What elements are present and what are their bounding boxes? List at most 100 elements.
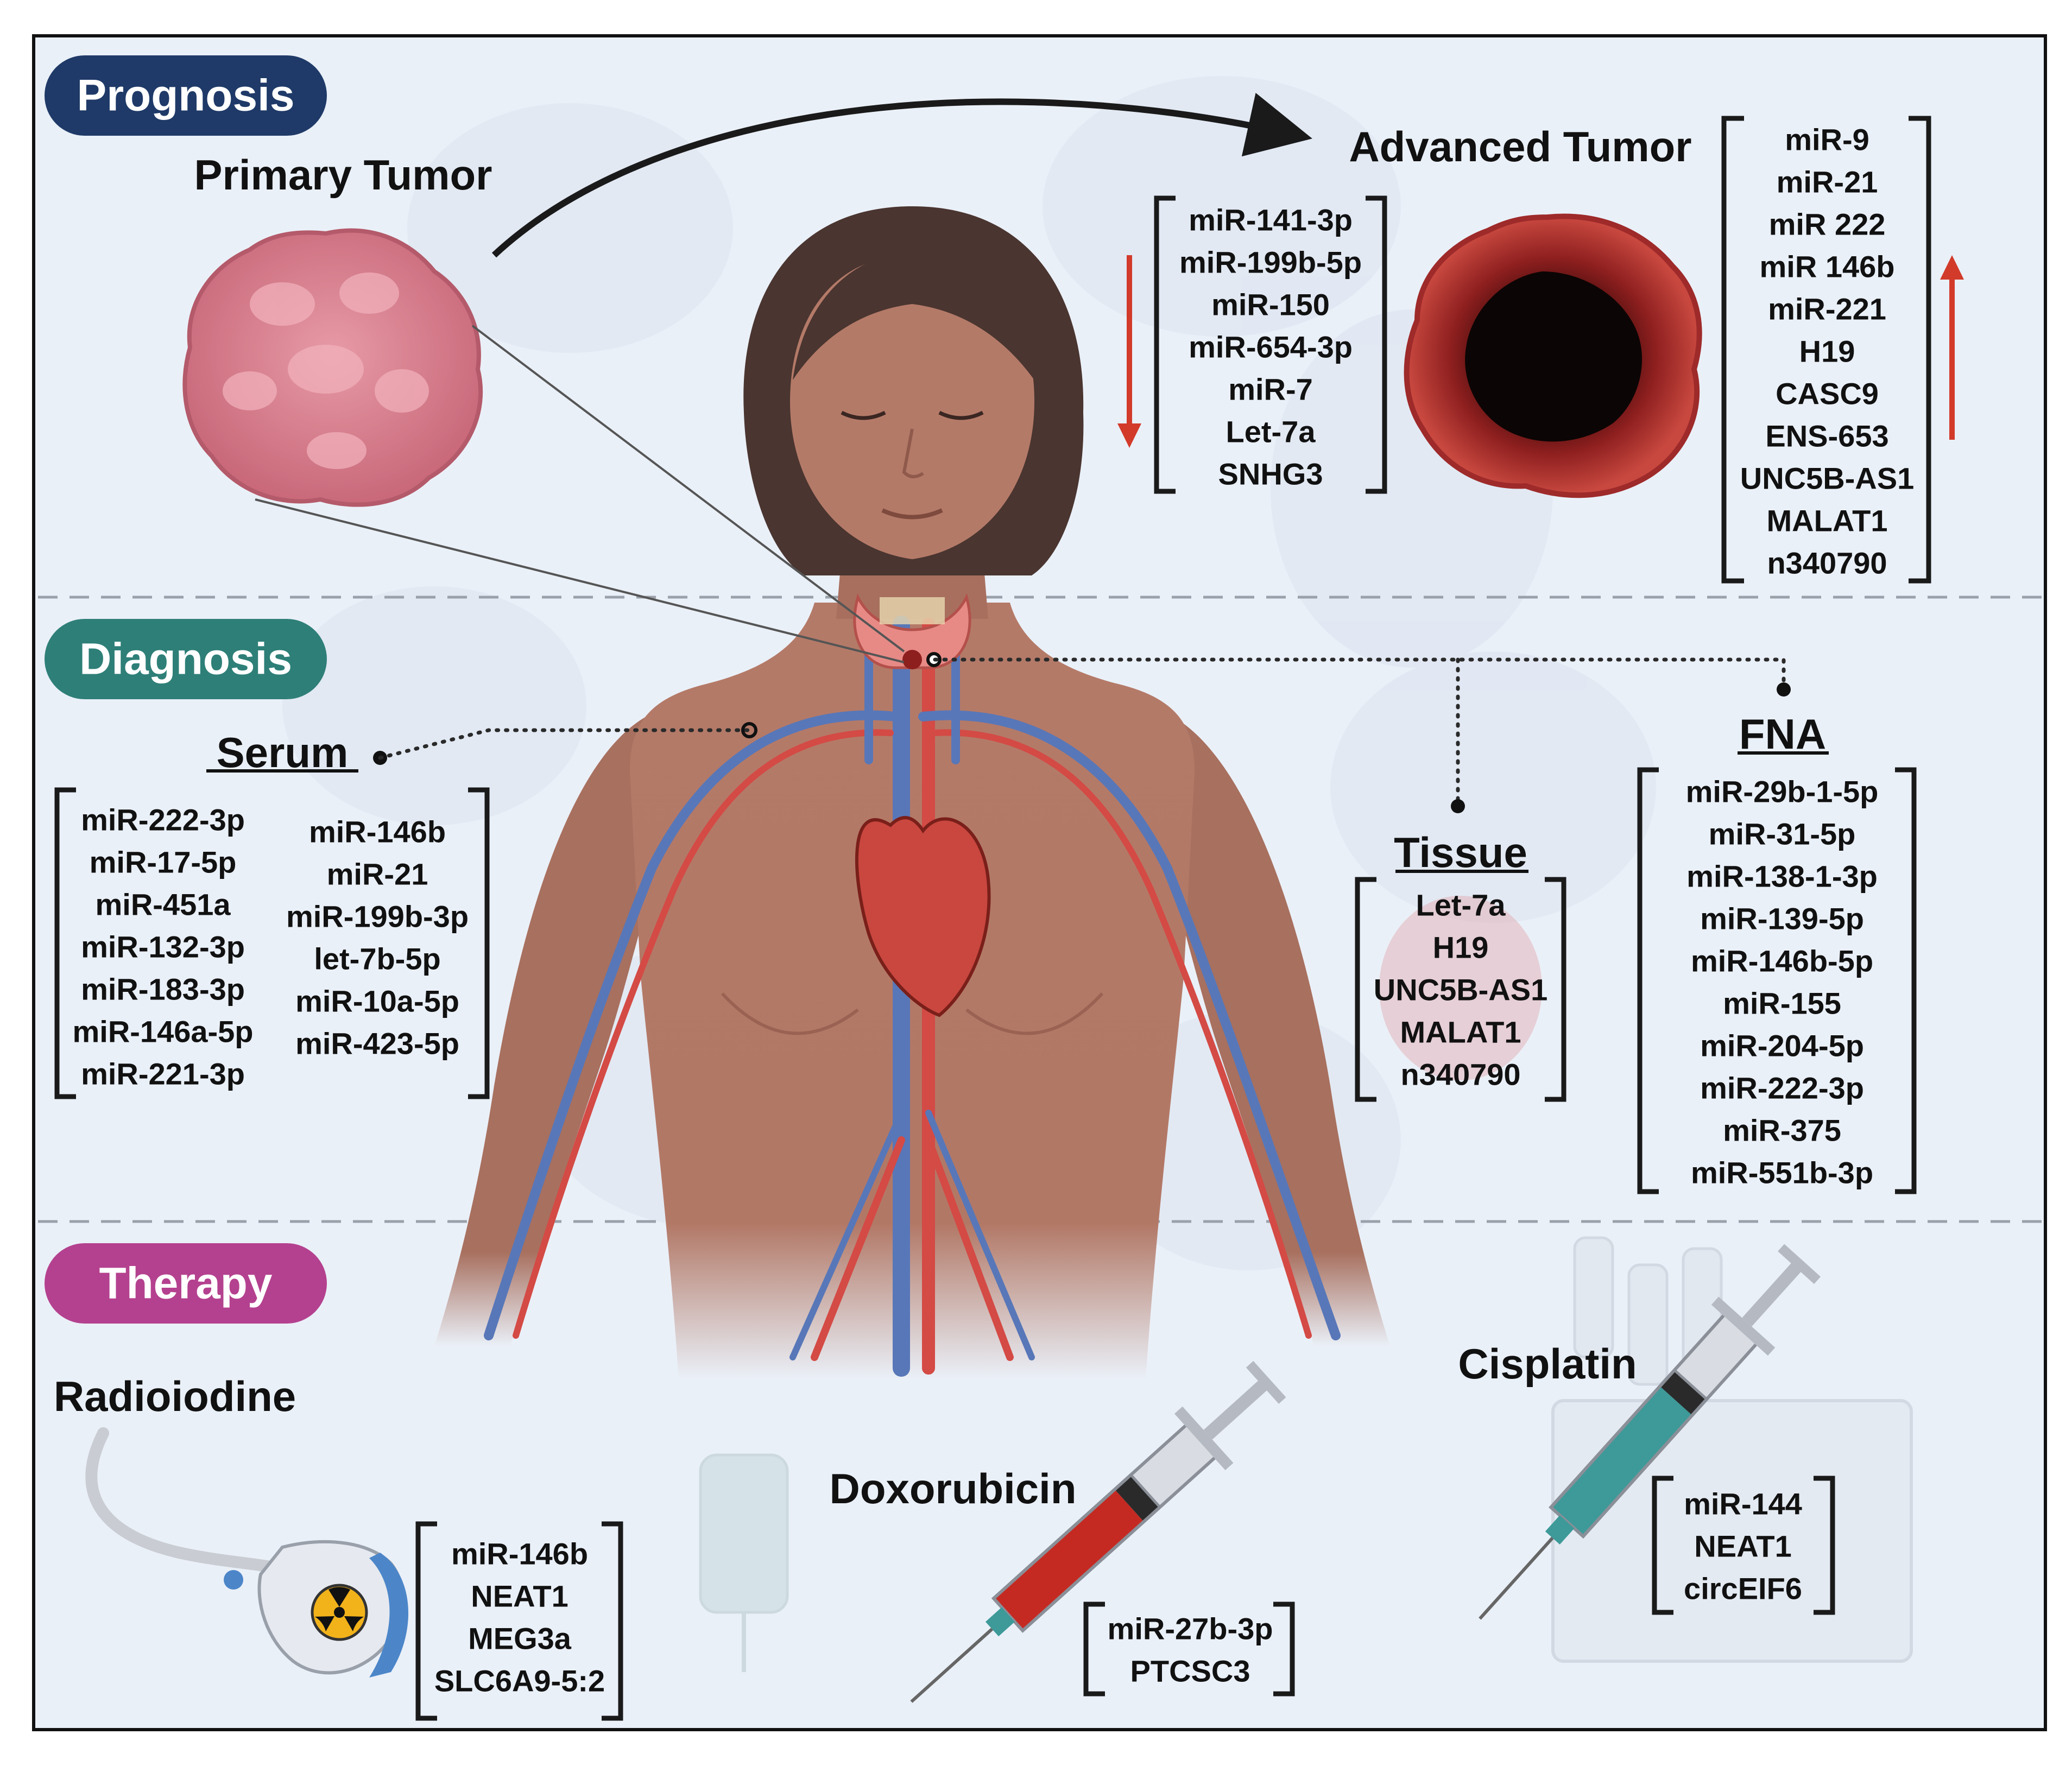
list-item: NEAT1 [1694,1529,1791,1564]
list-item: miR-222-3p [1700,1071,1864,1105]
thyroid-icon [853,593,971,669]
ultrasound-probe-icon [85,1427,409,1678]
list-item: miR-144 [1684,1487,1802,1521]
blood-vessels [484,615,1341,1377]
down-list-bracket-right [1366,195,1387,494]
list-item: miR-138-1-3p [1686,859,1878,894]
serum-sample-point [741,722,757,738]
zoom-line-upper [471,325,905,653]
list-item: UNC5B-AS1 [1374,973,1548,1007]
list-item: miR-221 [1768,292,1886,326]
tissue-bracket-left [1355,877,1376,1102]
list-item: miR-199b-3p [286,900,469,934]
fna-bracket-right [1895,767,1917,1194]
doxorubicin-bracket-right [1273,1602,1295,1697]
list-item: UNC5B-AS1 [1740,461,1915,496]
list-item: miR-139-5p [1700,902,1864,936]
prognosis-title: Prognosis [77,71,295,121]
list-item: ENS-653 [1765,419,1888,453]
list-item: miR-146b-5p [1691,944,1873,978]
up-list-bracket-left [1721,116,1744,584]
list-item: miR-29b-1-5p [1686,775,1879,809]
list-item: miR-183-3p [81,972,245,1007]
radioiodine-label: Radioiodine [54,1372,296,1420]
list-item: miR-375 [1723,1113,1841,1148]
mouth [881,508,943,520]
list-item: let-7b-5p [314,942,440,976]
list-item: miR-7 [1228,372,1313,407]
progression-arrow [491,92,1312,258]
list-item: CASC9 [1776,377,1879,411]
list-item: miR-423-5p [295,1027,459,1061]
therapy-pill [45,1243,327,1324]
serum-label: Serum [217,729,349,776]
list-item: SLC6A9-5:2 [434,1664,605,1698]
prognosis-section: Prognosis Primary Tumor Advanced Tumor [45,55,1964,663]
list-item: H19 [1433,931,1489,965]
zoom-line-lower [255,498,905,663]
left-eye [841,410,886,420]
syringe-icon [1479,1244,1821,1620]
list-item: miR-21 [327,857,428,891]
radioiodine-bracket-left [415,1521,437,1721]
right-eye [938,410,984,420]
list-item: miR-31-5p [1709,817,1856,851]
list-item: n340790 [1400,1058,1520,1092]
therapy-title: Therapy [99,1259,273,1308]
serum-left-list: miR-222-3pmiR-17-5pmiR-451amiR-132-3pmiR… [72,803,253,1091]
list-item: miR-654-3p [1189,330,1353,364]
advanced-tumor-label: Advanced Tumor [1349,123,1691,170]
up-arrow-icon [1940,255,1964,280]
hair-fringe [793,250,1034,380]
list-item: Let-7a [1416,888,1506,922]
list-item: MEG3a [468,1622,572,1656]
diagnosis-pill [45,619,327,699]
list-item: miR-155 [1723,986,1841,1021]
doxorubicin-label: Doxorubicin [829,1465,1076,1512]
list-item: circEIF6 [1684,1572,1802,1606]
syringe-icon [910,1360,1286,1703]
list-item: miR-141-3p [1189,203,1353,237]
necrotic-tumor-icon [1404,213,1702,498]
fna-connector [933,657,1786,689]
prognosis-pill [45,55,327,136]
list-item: H19 [1799,334,1855,369]
cisplatin-bracket-right [1814,1476,1835,1615]
list-item: miR 146b [1760,250,1895,284]
list-item: miR-27b-3p [1108,1612,1273,1646]
serum-bracket-left [54,787,76,1099]
list-item: miR-150 [1211,288,1330,322]
iv-bag-icon [699,1453,789,1672]
list-item: MALAT1 [1400,1015,1521,1049]
list-item: Let-7a [1226,415,1316,449]
face [790,255,1034,559]
list-item: miR-222-3p [81,803,245,837]
down-regulated-list: miR-141-3pmiR-199b-5pmiR-150miR-654-3pmi… [1179,203,1362,491]
heart-icon [855,816,991,1017]
list-item: miR-551b-3p [1691,1156,1873,1190]
list-item: PTCSC3 [1130,1654,1250,1688]
list-item: miR-221-3p [81,1057,245,1091]
down-arrow-icon [1117,423,1141,448]
list-item: miR-204-5p [1700,1029,1864,1063]
list-item: miR-9 [1785,123,1869,157]
cisplatin-bracket-left [1652,1476,1673,1615]
list-item: miR-10a-5p [295,984,459,1018]
list-item: NEAT1 [471,1579,568,1613]
thyroid-nodule [902,650,922,669]
list-item: miR-21 [1777,165,1878,199]
serum-right-list: miR-146b miR-21 miR-199b-3p let-7b-5p miR-10… [286,815,469,1061]
diagnosis-title: Diagnosis [79,635,292,684]
list-item: miR-146b [309,815,446,849]
list-item: miR-146b [451,1537,588,1571]
tumor-mass-icon [182,228,483,507]
up-list-bracket-right [1909,116,1931,584]
list-item: MALAT1 [1767,504,1888,538]
diagnosis-section: Diagnosis Serum miR-222-3pmiR-17-5pmiR-4… [45,619,1917,1194]
fna-label: FNA [1739,710,1826,758]
